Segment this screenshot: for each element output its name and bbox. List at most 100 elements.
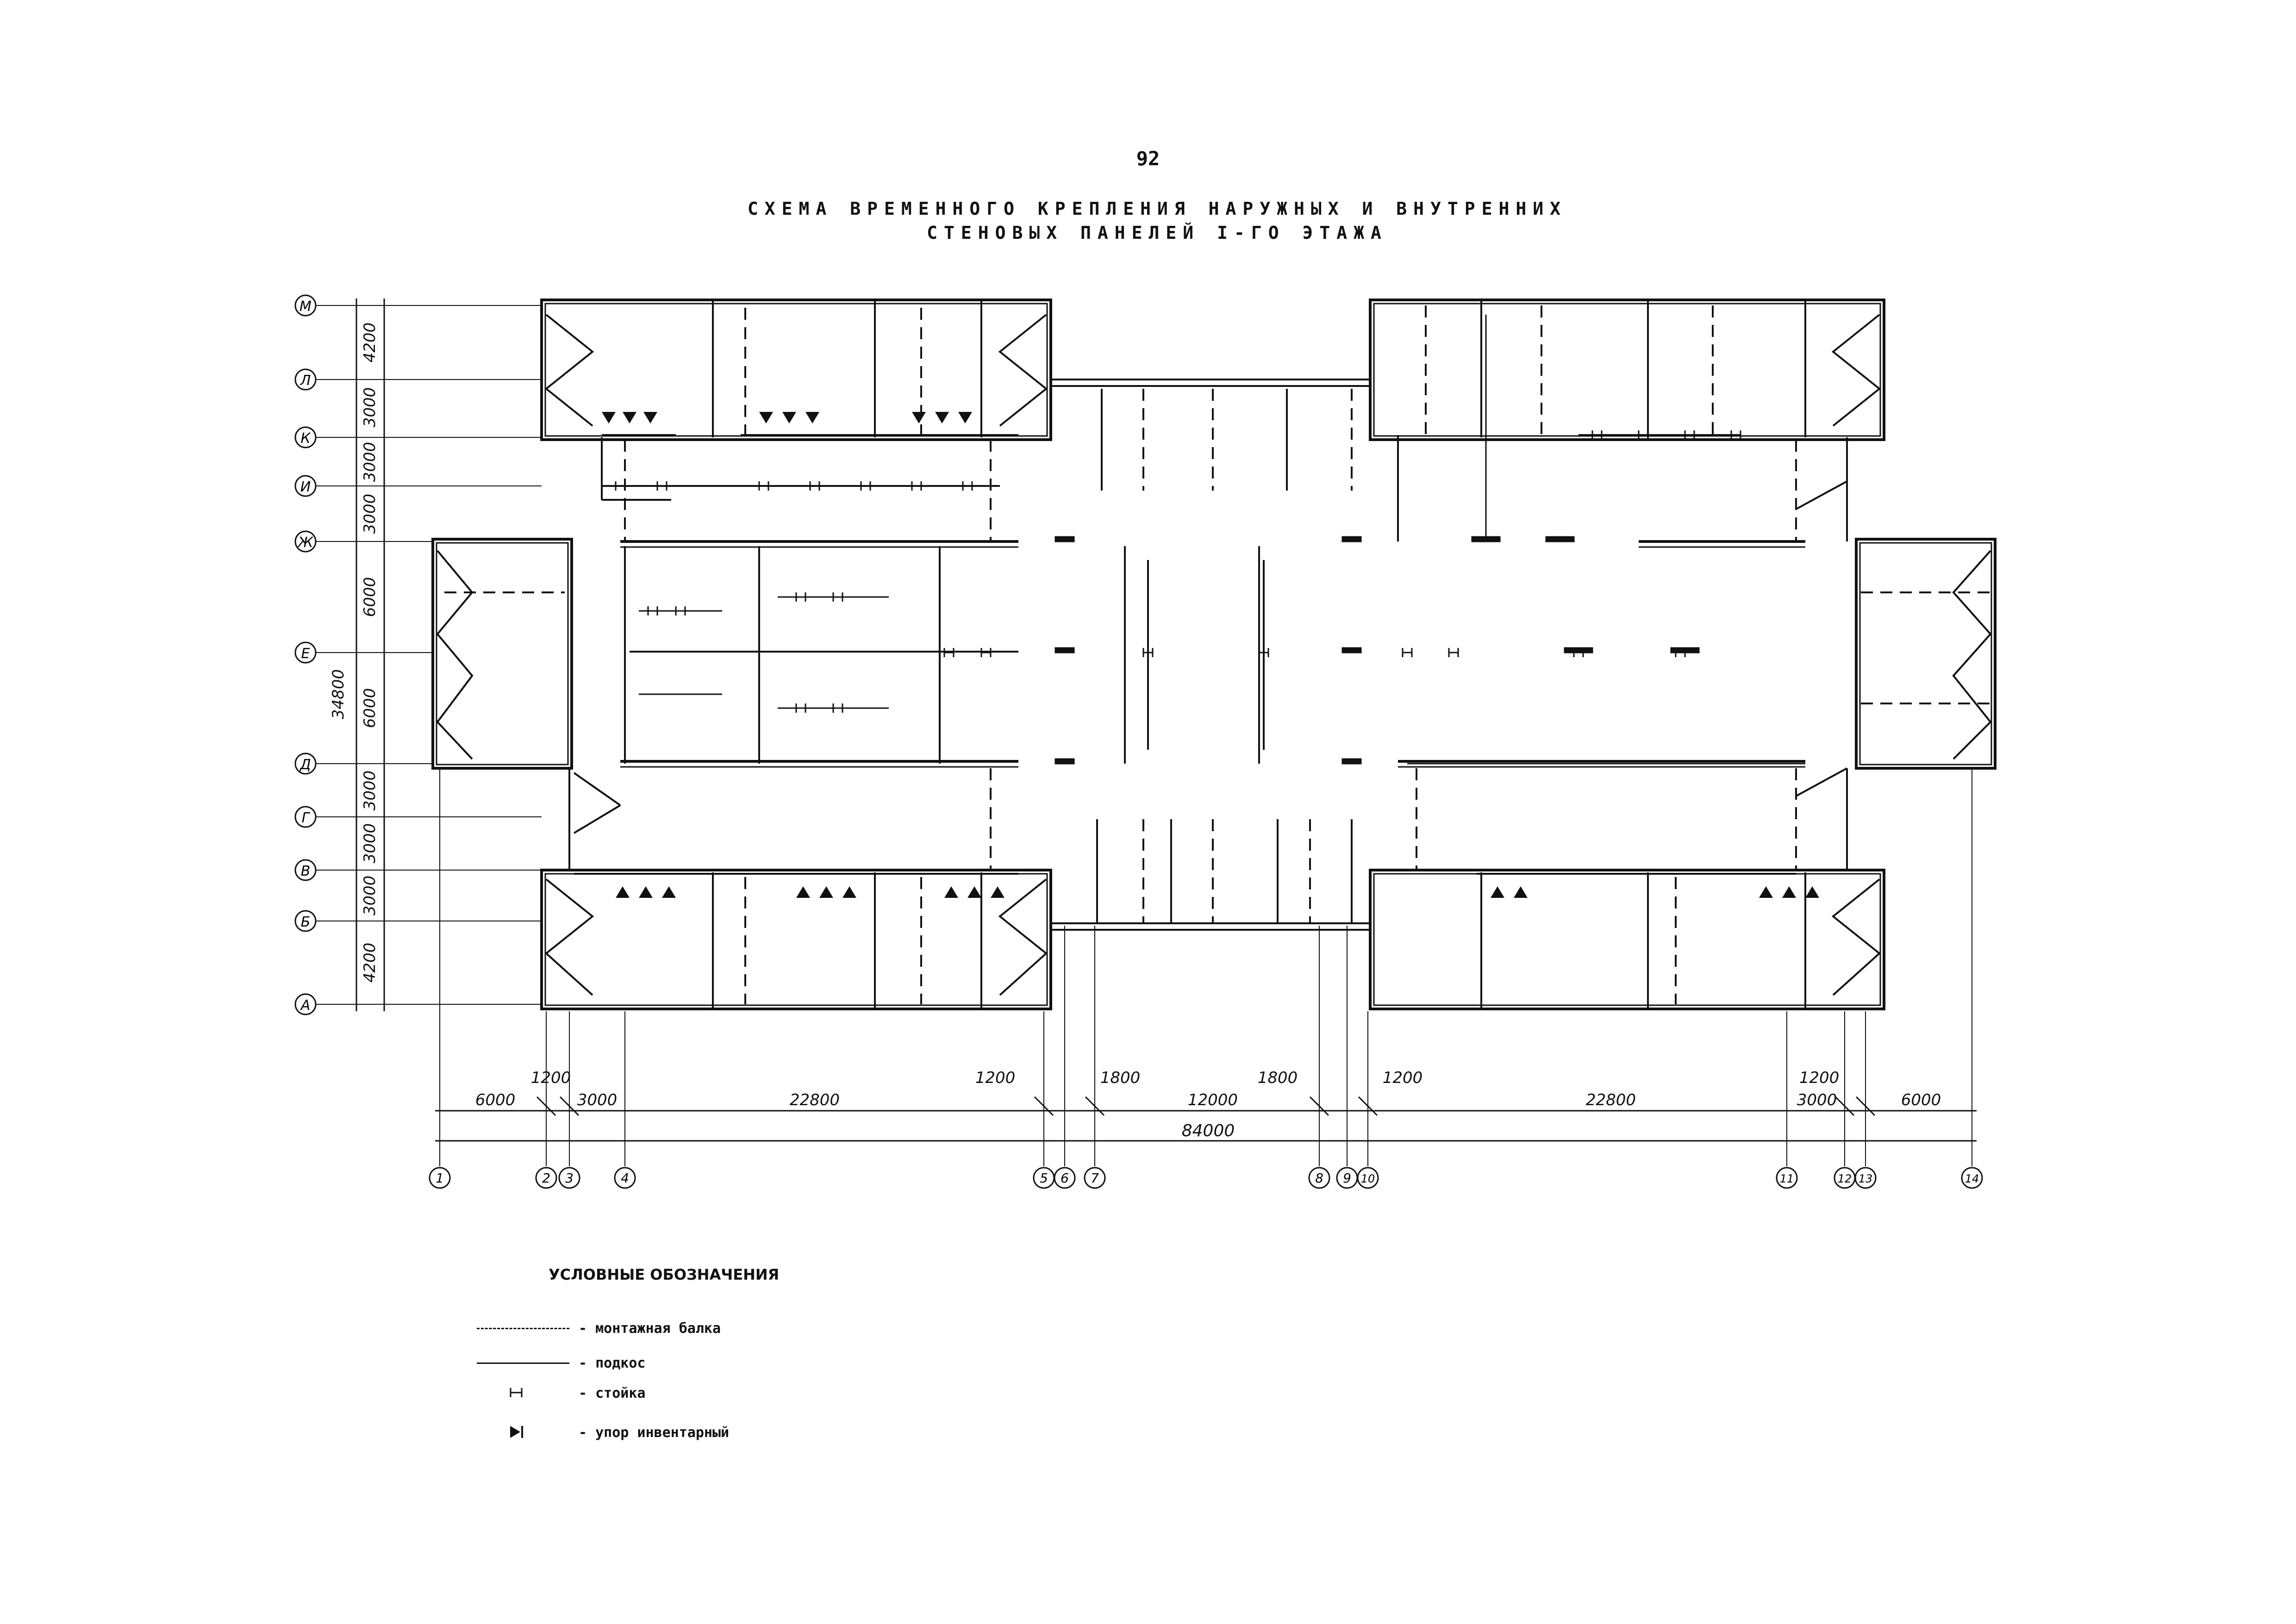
row-axis-marker: Л [294, 368, 317, 391]
column-axis-marker: 2 [535, 1167, 557, 1189]
brace-zigzag-right-end [1952, 550, 1992, 760]
row-dimension-label: 3000 [361, 771, 379, 811]
row-dimension-label: 3000 [361, 494, 379, 534]
row-axis-marker: А [294, 993, 317, 1015]
column-axis-label: 11 [1780, 1172, 1794, 1185]
wall-left-end-block [431, 538, 573, 770]
row-axis-marker: Е [294, 641, 317, 664]
title-line-2: СТЕНОВЫХ ПАНЕЛЕЙ I-ГО ЭТАЖА [927, 223, 1388, 243]
column-axis-label: 4 [621, 1170, 629, 1186]
row-axis-marker: К [294, 426, 317, 448]
row-axis-label: Е [301, 646, 310, 662]
column-dimension-upper-label: 1200 [1799, 1069, 1840, 1087]
column-dimension-upper-label: 1800 [1258, 1069, 1298, 1087]
row-dimension-label: 3000 [361, 823, 379, 864]
column-axis-label: 7 [1091, 1170, 1099, 1186]
row-axis-label: Д [299, 757, 311, 773]
column-axis-label: 13 [1859, 1172, 1873, 1185]
column-axis-marker: 3 [558, 1167, 580, 1189]
row-axis-marker: И [294, 475, 317, 497]
brace-zigzag-lr [1831, 878, 1881, 996]
column-dimension-label: 3000 [1797, 1091, 1837, 1109]
row-dimension-label: 3000 [361, 876, 379, 916]
row-axis-marker: В [294, 859, 317, 881]
grid-lines [315, 299, 1977, 1166]
wall-lower-right-wing [1369, 869, 1885, 1010]
column-axis-marker: 4 [614, 1167, 636, 1189]
column-dimension-label: 12000 [1188, 1091, 1238, 1109]
row-axis-marker: Д [294, 753, 317, 775]
column-axis-marker: 6 [1054, 1167, 1076, 1189]
drawing-title: СХЕМА ВРЕМЕННОГО КРЕПЛЕНИЯ НАРУЖНЫХ И ВН… [555, 197, 1759, 245]
column-total-label: 84000 [1182, 1121, 1235, 1140]
row-dimension-label: 3000 [361, 387, 379, 428]
post-row-upper [615, 430, 1741, 491]
row-dimension-label: 3000 [361, 442, 379, 482]
column-axis-label: 2 [542, 1170, 550, 1186]
row-dimension-labels: 4200 3000 3000 3000 6000 6000 3000 3000 … [329, 323, 379, 983]
brace-zigzag-ll-right [998, 878, 1048, 996]
row-total-label: 34800 [329, 669, 348, 719]
page-number: 92 [1136, 147, 1160, 170]
brace-zigzag-left-end [436, 550, 474, 760]
stop-symbol [472, 1423, 579, 1442]
column-axis-marker: 13 [1854, 1167, 1877, 1189]
braces [436, 314, 1992, 996]
brace-zigzag-ll [544, 878, 594, 996]
inventory-stops [602, 412, 1819, 898]
row-axis-label: К [300, 430, 311, 447]
wall-right-end-block-inner [1859, 542, 1992, 765]
column-dimension-labels: 6000 3000 22800 12000 22800 3000 6000 12… [475, 1069, 1941, 1140]
row-axis-label: В [301, 863, 311, 879]
row-axis-marker: М [294, 294, 317, 317]
wall-upper-right-wing [1369, 299, 1885, 441]
column-axis-marker: 14 [1961, 1167, 1983, 1189]
column-dimension-upper-label: 1200 [531, 1069, 571, 1087]
column-dimension-label: 3000 [577, 1091, 618, 1109]
wall-lower-right-wing-inner [1373, 873, 1881, 1006]
column-axis-label: 1 [436, 1170, 444, 1186]
column-axis-marker: 1 [429, 1167, 451, 1189]
row-dimension-label: 6000 [361, 577, 379, 617]
brace-diag-right-2 [1796, 767, 1847, 797]
wall-left-end-block-inner [436, 542, 569, 765]
brace-zigzag-ul [544, 314, 594, 427]
dashed-line-symbol [472, 1319, 579, 1338]
brace-zigzag-ul-right [998, 314, 1048, 427]
row-axis-marker: Б [294, 910, 317, 932]
wall-upper-left-wing-inner [544, 303, 1048, 437]
legend-item-stop: - упор инвентарный [472, 1423, 729, 1442]
title-line-1: СХЕМА ВРЕМЕННОГО КРЕПЛЕНИЯ НАРУЖНЫХ И ВН… [747, 199, 1567, 219]
legend-item-post: - стойка [472, 1384, 646, 1402]
column-axis-label: 3 [565, 1170, 574, 1186]
column-dimension-label: 22800 [790, 1091, 840, 1109]
row-axis-label: Г [302, 810, 311, 826]
column-axis-label: 6 [1061, 1170, 1069, 1186]
post-symbol [472, 1384, 579, 1402]
row-axis-label: Ж [297, 535, 314, 551]
legend-item-mounting-beam: - монтажная балка [472, 1319, 721, 1338]
column-axis-label: 8 [1315, 1170, 1323, 1186]
row-axis-marker: Г [294, 806, 317, 828]
column-axis-marker: 10 [1357, 1167, 1379, 1189]
row-axis-label: И [300, 479, 311, 495]
legend-label: - стойка [579, 1385, 646, 1401]
column-dimension-upper-label: 1200 [975, 1069, 1016, 1087]
column-dimension-label: 6000 [1901, 1091, 1941, 1109]
brace-diag-left-2 [573, 804, 621, 834]
row-axis-marker: Ж [294, 530, 317, 553]
wall-central-upper-connector [1050, 379, 1371, 387]
column-axis-marker: 5 [1033, 1167, 1055, 1189]
wall-upper-left-wing [540, 299, 1052, 441]
column-dimension-label: 6000 [475, 1091, 516, 1109]
column-axis-label: 9 [1343, 1170, 1351, 1186]
wall-central-lower-connector [1050, 922, 1371, 931]
column-axis-marker: 12 [1834, 1167, 1856, 1189]
column-axis-marker: 8 [1308, 1167, 1330, 1189]
column-axis-label: 14 [1965, 1172, 1979, 1185]
row-axis-label: А [300, 997, 311, 1014]
row-axis-markers: М Л К И Ж Е Д Г В Б А [294, 294, 317, 1015]
legend-label: - монтажная балка [579, 1320, 721, 1337]
column-dimension-label: 22800 [1586, 1091, 1636, 1109]
